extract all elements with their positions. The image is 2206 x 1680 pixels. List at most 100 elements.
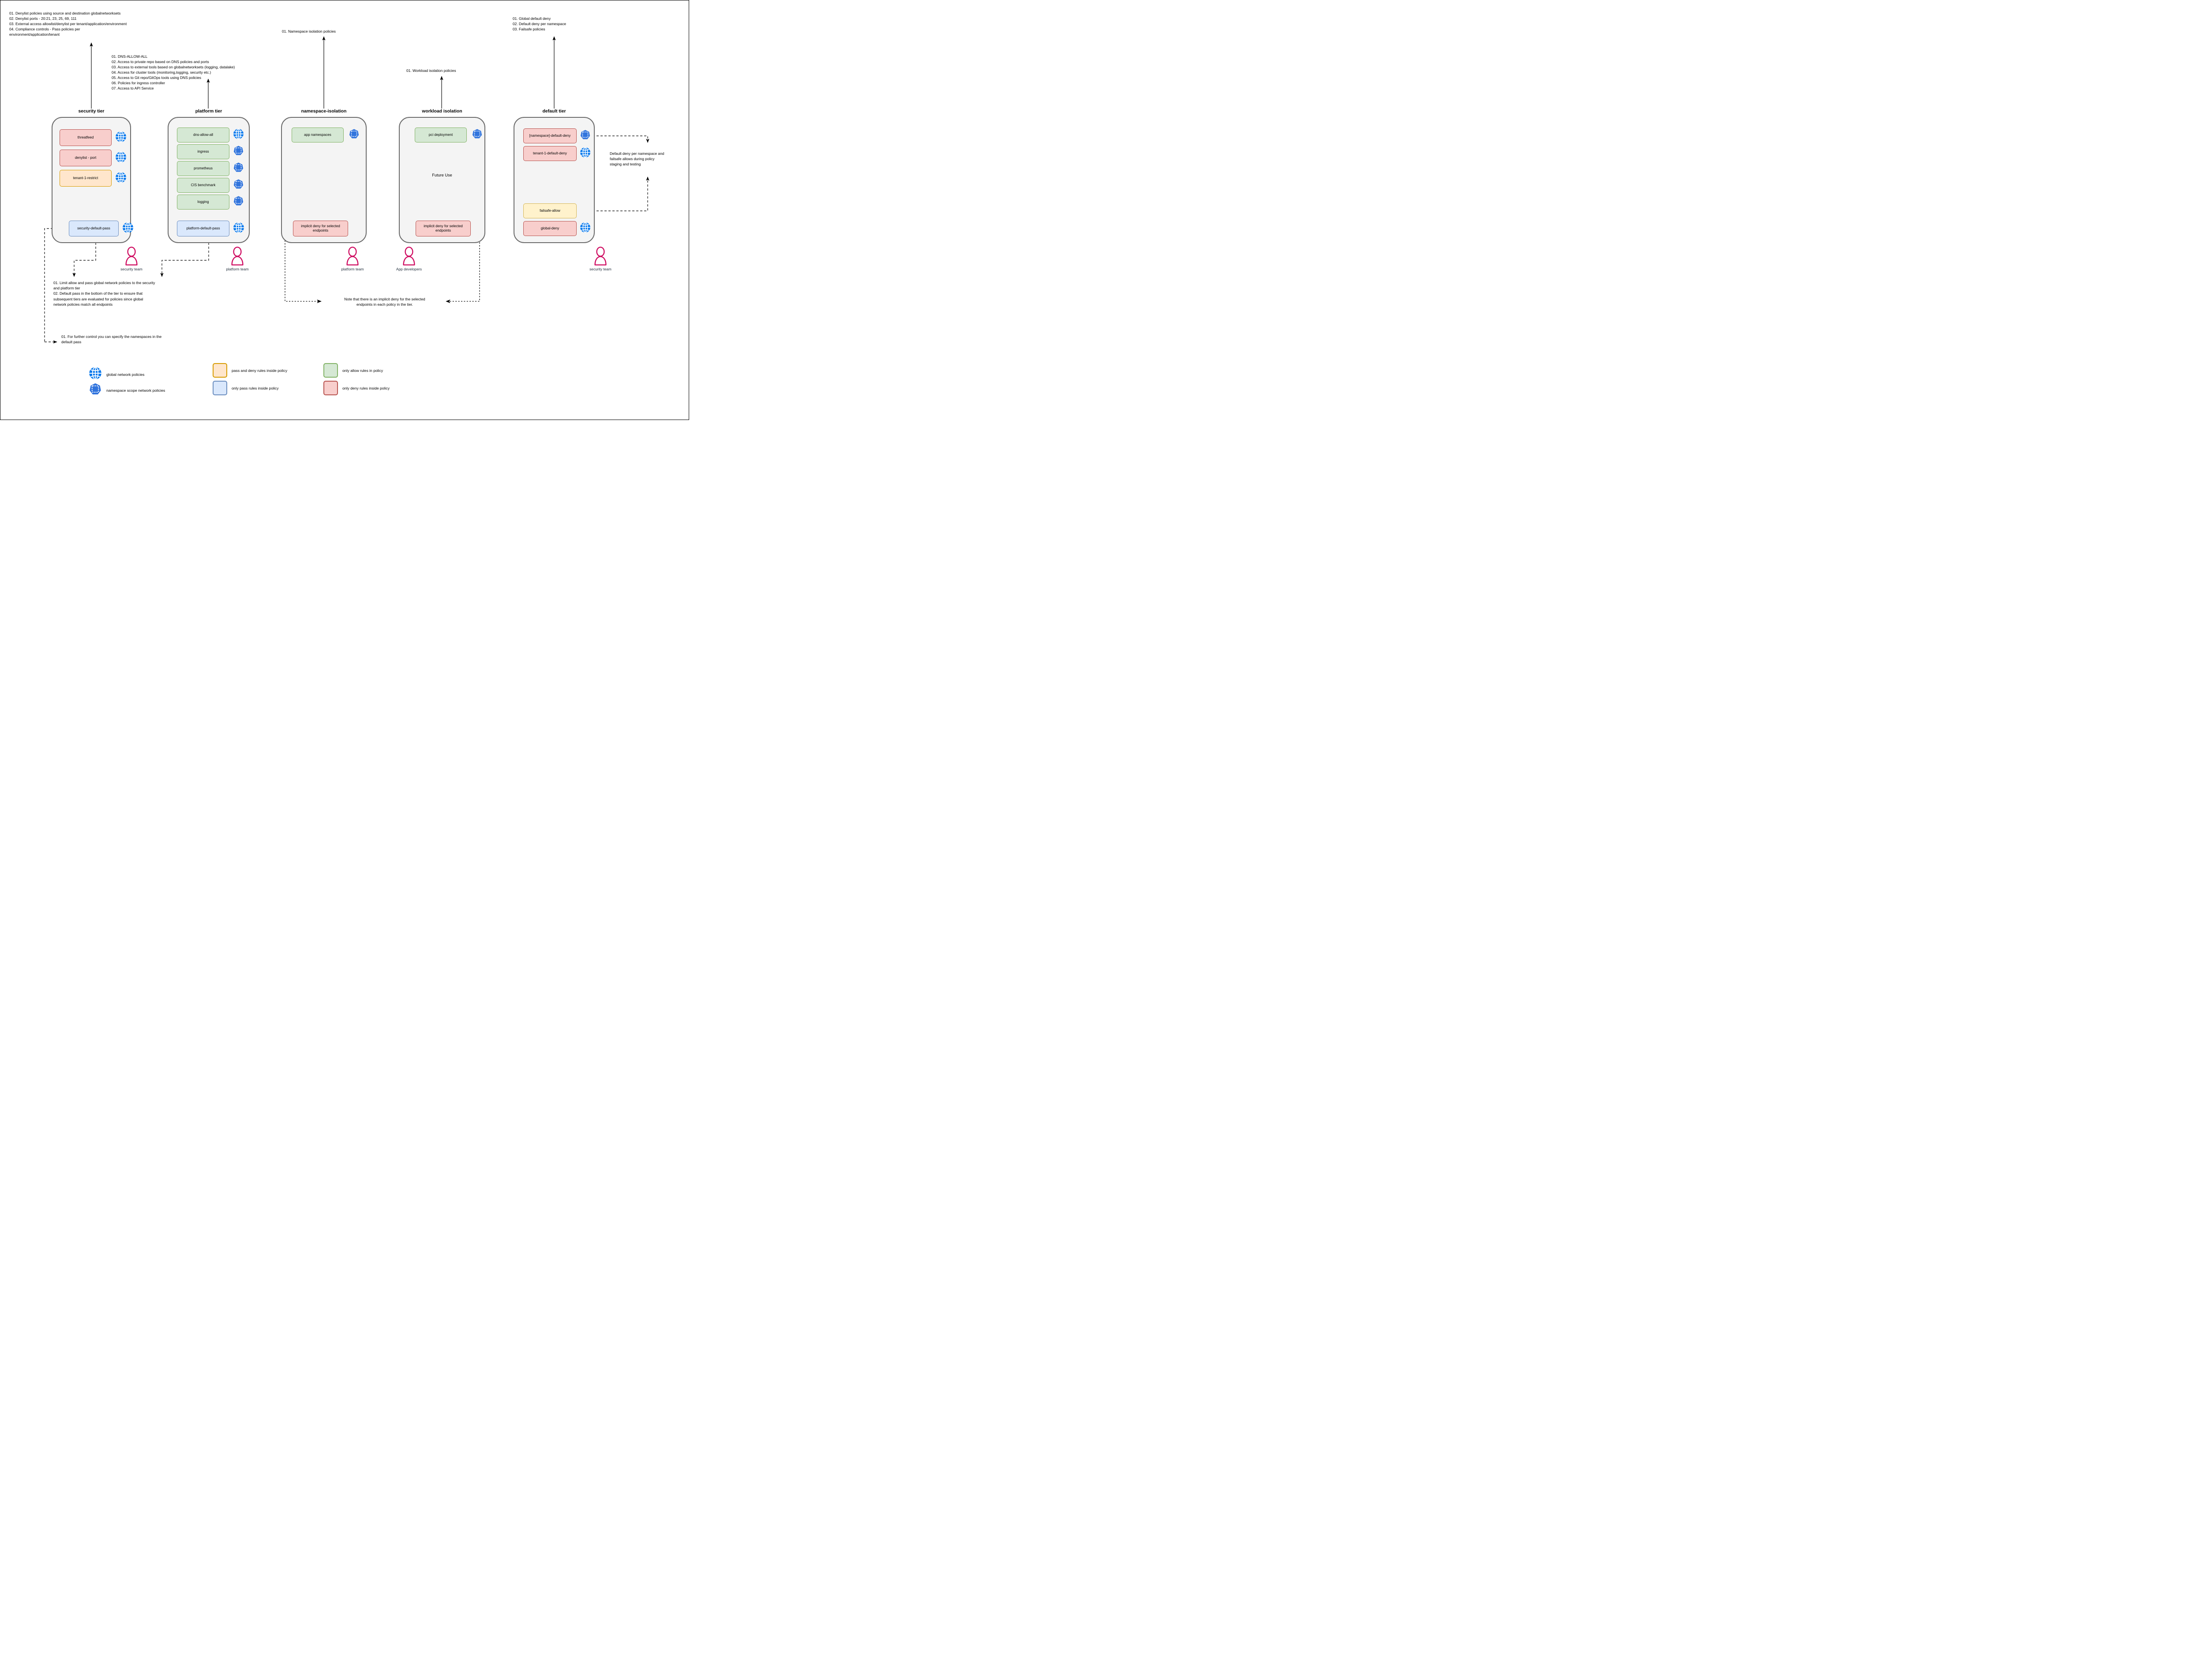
annotation-default-tier-top: 01. Global default deny 02. Default deny… — [513, 16, 567, 31]
policy-box-ns-implicit-deny[interactable]: implicit deny for selected endpoints — [293, 221, 348, 236]
policy-box-failsafe-allow[interactable]: failsafe-allow — [523, 203, 577, 218]
person-icon — [219, 247, 256, 266]
policy-box-dns-allow-all[interactable]: dns-allow-all — [177, 128, 229, 142]
tier-title-workload-isolation: workload isolation — [422, 109, 462, 114]
policy-box-global-deny[interactable]: global-deny — [523, 221, 577, 236]
policy-box-denylist-port[interactable]: denylist - port — [60, 150, 112, 166]
tier-platform: platform tier dns-allow-all ingress — [168, 109, 250, 243]
legend-item-only-allow-rules: only allow rules in policy — [323, 363, 383, 378]
legend-swatch-passdeny — [213, 363, 227, 378]
legend-label: pass and deny rules inside policy — [232, 368, 288, 373]
policy-row-denylist-port[interactable]: denylist - port — [60, 150, 127, 166]
policy-box-platform-default-pass[interactable]: platform-default-pass — [177, 221, 229, 236]
note-default-pass: 01. For further control you can specify … — [61, 334, 162, 345]
legend-label: only pass rules inside policy — [232, 386, 279, 390]
legend-swatch-pass — [213, 381, 227, 395]
policy-box-pci-deployment[interactable]: pci deployment — [415, 128, 467, 142]
legend-label: only deny rules inside policy — [342, 386, 390, 390]
policy-box-tenant-1-default-deny[interactable]: tenant-1-default-deny — [523, 146, 577, 161]
legend-item-namespace-scope-network-policies: namespace scope network policies — [89, 382, 165, 398]
policy-row-ingress[interactable]: ingress — [177, 144, 248, 159]
globe-icon — [115, 131, 127, 145]
namespace-icon — [233, 195, 244, 209]
policy-row-pci-deployment[interactable]: pci deployment — [415, 128, 491, 142]
tier-namespace-isolation: namespace-isolation app namespaces impli… — [281, 109, 367, 243]
policy-box-namespace-default-deny[interactable]: [namespace]-default-deny — [523, 128, 577, 143]
policy-box-prometheus[interactable]: prometheus — [177, 161, 229, 176]
policy-box-ingress[interactable]: ingress — [177, 144, 229, 159]
policy-row-threatfeed[interactable]: threatfeed — [60, 129, 127, 146]
policy-row-dns-allow-all[interactable]: dns-allow-all — [177, 128, 248, 142]
globe-icon — [233, 128, 244, 142]
globe-icon — [233, 221, 244, 236]
policy-row-logging[interactable]: logging — [177, 195, 248, 210]
person-icon — [113, 247, 150, 266]
tier-title-default: default tier — [542, 109, 566, 114]
tier-title-platform: platform tier — [195, 109, 222, 114]
policy-row-failsafe-allow[interactable]: failsafe-allow — [523, 203, 577, 218]
policy-box-cis-benchmark[interactable]: CIS benchmark — [177, 178, 229, 193]
person-icon — [582, 247, 619, 266]
policy-row-app-namespaces[interactable]: app namespaces — [292, 128, 367, 142]
policy-box-security-default-pass[interactable]: security-default-pass — [69, 221, 119, 236]
legend-item-only-deny-rules: only deny rules inside policy — [323, 381, 390, 395]
persona-label: platform team — [341, 267, 364, 271]
globe-icon — [580, 222, 591, 235]
globe-icon — [115, 151, 127, 165]
note-implicit-deny: Note that there is an implicit deny for … — [344, 297, 425, 307]
legend-item-global-network-policies: global network policies — [89, 367, 144, 382]
globe-icon — [89, 367, 102, 382]
policy-row-tenant-1-restrict[interactable]: tenant-1-restrict — [60, 170, 127, 187]
policy-row-tenant-1-default-deny[interactable]: tenant-1-default-deny — [523, 146, 595, 161]
persona-security-team-1: security team — [113, 247, 150, 271]
legend-label: global network policies — [106, 372, 145, 377]
annotation-workload-isolation-top: 01. Workload isolation policies — [406, 68, 456, 73]
note-global-policy-guidance: 01. Limit allow and pass global network … — [53, 281, 155, 307]
tier-security: security tier threatfeed denylist - — [52, 109, 133, 243]
policy-box-threatfeed[interactable]: threatfeed — [60, 129, 112, 146]
namespace-icon — [349, 128, 360, 142]
policy-row-platform-default-pass[interactable]: platform-default-pass — [177, 221, 249, 236]
policy-row-ns-implicit-deny[interactable]: implicit deny for selected endpoints — [293, 221, 348, 236]
policy-row-namespace-default-deny[interactable]: [namespace]-default-deny — [523, 128, 595, 143]
namespace-icon — [472, 128, 483, 142]
policy-box-logging[interactable]: logging — [177, 195, 229, 210]
persona-platform-team-2: platform team — [334, 247, 371, 271]
persona-label: App developers — [396, 267, 422, 271]
namespace-icon — [89, 382, 102, 398]
legend-swatch-allow — [323, 363, 338, 378]
annotation-namespace-isolation-top: 01. Namespace isolation policies — [282, 29, 336, 34]
tier-title-security: security tier — [78, 109, 105, 114]
globe-icon — [115, 171, 127, 185]
legend-label: only allow rules in policy — [342, 368, 383, 373]
policy-box-tenant-1-restrict[interactable]: tenant-1-restrict — [60, 170, 112, 187]
tier-title-namespace-isolation: namespace-isolation — [301, 109, 347, 114]
policy-row-cis-benchmark[interactable]: CIS benchmark — [177, 178, 248, 193]
annotation-platform-tier-top: 01. DNS-ALLOW-ALL 02. Access to private … — [112, 54, 235, 90]
namespace-icon — [580, 129, 591, 142]
legend-item-pass-and-deny-rules: pass and deny rules inside policy — [213, 363, 287, 378]
policy-row-security-default-pass[interactable]: security-default-pass — [69, 221, 135, 236]
persona-app-developers: App developers — [390, 247, 428, 271]
policy-box-wl-implicit-deny[interactable]: implicit deny for selected endpoints — [416, 221, 471, 236]
namespace-icon — [233, 145, 244, 158]
legend-swatch-deny — [323, 381, 338, 395]
persona-label: security team — [120, 267, 143, 271]
persona-label: platform team — [226, 267, 249, 271]
tier-default: default tier [namespace]-default-deny te… — [514, 109, 595, 243]
policy-row-wl-implicit-deny[interactable]: implicit deny for selected endpoints — [416, 221, 471, 236]
tier-workload-isolation: workload isolation pci deployment Future… — [399, 109, 485, 243]
annotation-default-tier-side: Default deny per namespace and failsafe … — [610, 151, 664, 166]
persona-label: security team — [589, 267, 612, 271]
policy-row-global-deny[interactable]: global-deny — [523, 221, 595, 236]
policy-box-app-namespaces[interactable]: app namespaces — [292, 128, 344, 142]
persona-platform-team-1: platform team — [219, 247, 256, 271]
namespace-icon — [233, 162, 244, 175]
annotation-security-tier-top: 01. Denylist policies using source and d… — [9, 11, 127, 37]
policy-row-prometheus[interactable]: prometheus — [177, 161, 248, 176]
namespace-icon — [233, 179, 244, 192]
persona-security-team-2: security team — [582, 247, 619, 271]
diagram-canvas: 01. Denylist policies using source and d… — [0, 0, 689, 420]
legend-item-only-pass-rules: only pass rules inside policy — [213, 381, 279, 395]
workload-future-use-text: Future Use — [432, 173, 452, 177]
